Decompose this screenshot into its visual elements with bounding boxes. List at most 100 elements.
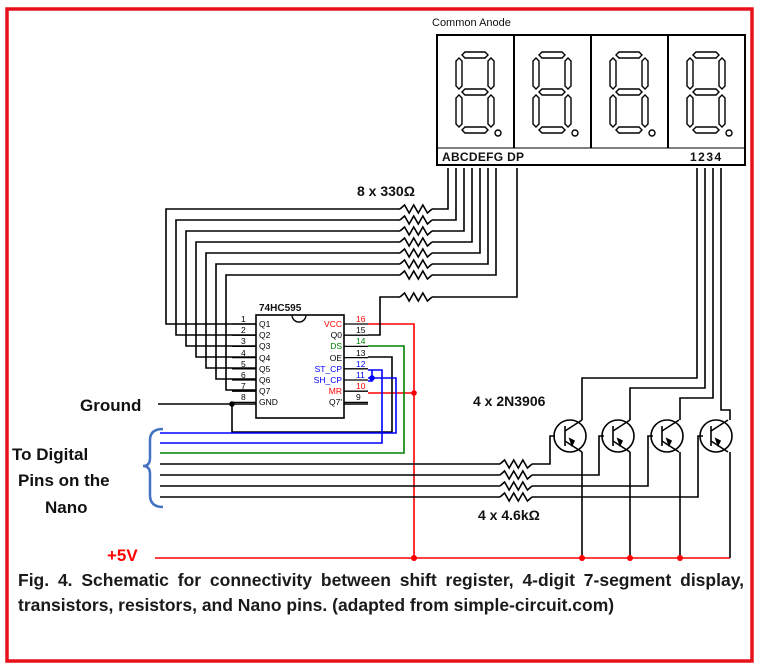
shift-register-chip (255, 314, 345, 419)
chip-name: 74HC595 (259, 303, 302, 314)
digit-4 (686, 51, 733, 137)
segment-wire (215, 263, 400, 380)
transistor-2 (601, 419, 635, 453)
segment-wire (432, 168, 489, 265)
segment (692, 126, 720, 134)
segment (487, 57, 495, 90)
resistor (399, 214, 433, 226)
digit-1 (455, 51, 502, 137)
chip-pin-number: 7 (241, 381, 246, 392)
segment (461, 51, 489, 59)
segment-wire (432, 168, 449, 210)
segment-wire (185, 230, 400, 347)
chip-control-wires (160, 296, 415, 558)
segment (461, 88, 489, 96)
segment (538, 126, 566, 134)
ground-label: Ground (80, 396, 142, 415)
segment-wire (432, 168, 497, 276)
segment (461, 126, 489, 134)
decimal-point (571, 129, 579, 137)
segment-resistor-network (165, 168, 518, 391)
resistor (499, 491, 533, 503)
segment (538, 51, 566, 59)
chip-pin-name: Q0 (330, 330, 342, 341)
chip-pin-number: 4 (241, 347, 246, 358)
resistor (399, 269, 433, 281)
segment (538, 88, 566, 96)
chip-pin-number: 5 (241, 358, 246, 369)
segment-wire (205, 252, 400, 369)
segment (718, 57, 726, 90)
chip-pin-name: Q2 (259, 330, 271, 341)
segment-wire (225, 274, 400, 391)
segment (564, 57, 572, 90)
chip-pin-number: 2 (241, 325, 246, 336)
chip-pin-stubs (232, 323, 368, 404)
chip-pin-name: GND (259, 397, 278, 408)
digital-pins-label-line3: Nano (45, 498, 88, 517)
chip-pin-number: 8 (241, 392, 246, 403)
chip-pin-name: Q3 (259, 341, 271, 352)
chip-pin-number: 14 (356, 336, 366, 347)
resistor (499, 480, 533, 492)
decimal-point (648, 129, 656, 137)
display-title: Common Anode (432, 17, 511, 29)
digit-wires (581, 168, 731, 420)
segment (718, 94, 726, 128)
chip-pin-name: MR (328, 386, 342, 397)
segment-wire (432, 168, 473, 243)
resistor (399, 291, 433, 303)
base-wire (532, 435, 604, 476)
rail-junctions (411, 555, 683, 561)
vcc-rail (155, 452, 731, 559)
segment-wire (432, 168, 465, 232)
chip-pin-name: Q4 (259, 352, 271, 363)
resistor (399, 236, 433, 248)
resistor (499, 469, 533, 481)
segment (532, 94, 540, 128)
segment (564, 94, 572, 128)
chip-pin-number: 6 (241, 370, 246, 380)
transistor-label: 4 x 2N3906 (473, 393, 546, 409)
decimal-point (494, 129, 502, 137)
chip-pin-number: 16 (356, 314, 366, 324)
segment (692, 51, 720, 59)
segment (641, 57, 649, 90)
chip-pin-number: 11 (356, 370, 365, 380)
segment (692, 88, 720, 96)
chip-pin-number: 1 (241, 314, 246, 324)
segment-wire (432, 168, 518, 298)
chip-pin-name: Q1 (259, 319, 271, 329)
segment-wire (165, 208, 400, 325)
segment-resistor-label: 8 x 330Ω (357, 183, 415, 199)
chip-pin-number: 13 (356, 347, 366, 358)
chip-pin-number: 3 (241, 336, 246, 347)
transistor-4 (699, 419, 733, 453)
digital-pins-label-line2: Pins on the (18, 471, 110, 490)
pnp-transistors (553, 419, 733, 453)
segment (686, 57, 694, 90)
chip-pin-name: ST_CP (314, 363, 342, 374)
segment (686, 94, 694, 128)
chip-pin-number: 9 (356, 392, 361, 403)
segment (609, 94, 617, 128)
chip-pin-name: Q7' (329, 397, 342, 408)
junction-dot (411, 390, 417, 396)
segment (532, 57, 540, 90)
chip-pin-name: OE (329, 352, 342, 363)
seven-segment-display (436, 34, 746, 166)
segment (455, 57, 463, 90)
chip-pin-number: 12 (356, 358, 366, 369)
segment (455, 94, 463, 128)
segment (487, 94, 495, 128)
digit-3 (609, 51, 656, 137)
resistor (399, 247, 433, 259)
digit-pin-labels: 1234 (690, 150, 723, 164)
base-wire (532, 435, 555, 465)
vplus-label: +5V (107, 546, 138, 565)
segment-wire (432, 168, 457, 221)
junction-dot (369, 375, 375, 381)
segment (615, 126, 643, 134)
segment (615, 88, 643, 96)
